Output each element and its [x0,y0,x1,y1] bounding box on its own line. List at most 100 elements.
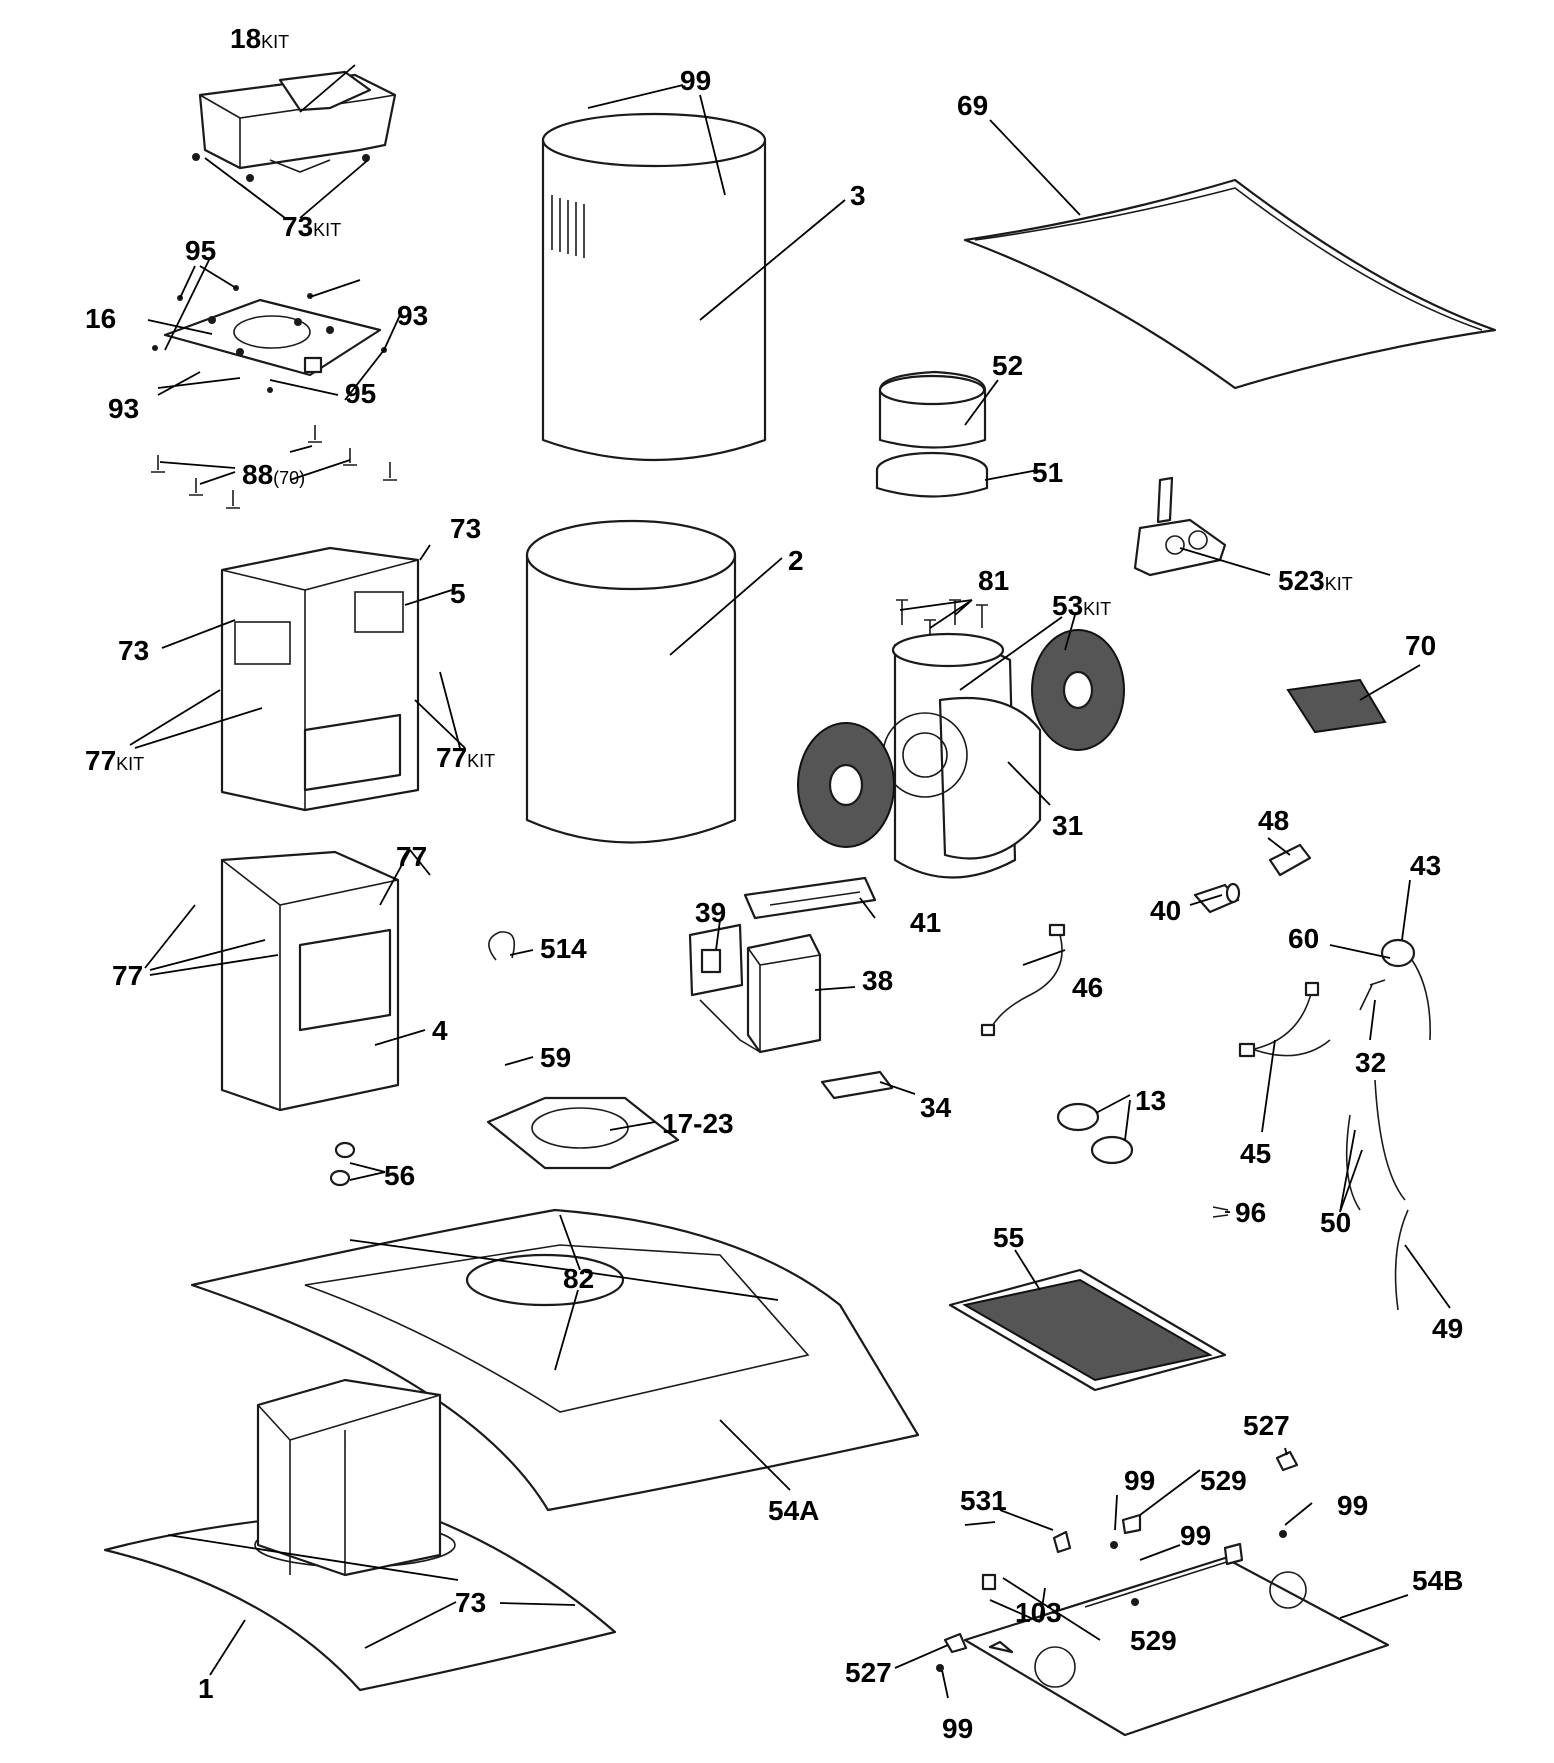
label-73-base: 73 [455,1587,486,1618]
label-73-right: 73 [450,513,481,544]
label-52: 52 [992,350,1023,381]
label-4: 4 [432,1015,448,1046]
label-18: 18KIT [230,23,289,54]
label-54A: 54A [768,1495,819,1526]
part-labels: 18KIT 73KIT 95 93 16 93 95 88(70) 73 5 7… [85,23,1463,1744]
lamp-holder-part-32 [1359,979,1386,1011]
label-96: 96 [1235,1197,1266,1228]
label-39: 39 [695,897,726,928]
label-1: 1 [198,1673,214,1704]
glass-panel-part-69 [963,178,1497,390]
label-73-kit: 73KIT [282,211,341,242]
terminal-part-34 [820,1070,894,1100]
label-48: 48 [1258,805,1289,836]
upper-bracket-part-5 [220,546,420,812]
leader-lines [129,64,1451,1699]
label-77-lower: 77 [112,960,143,991]
label-45: 45 [1240,1138,1271,1169]
transformer-box-part-38 [699,933,822,1054]
label-527-top: 527 [1243,1410,1290,1441]
wire-harness-part-45 [1238,981,1331,1058]
blower-motor-part-31 [882,632,1042,879]
filter-wheel-right-part-53 [1031,629,1125,751]
label-514: 514 [540,933,587,964]
upper-chimney-part-3 [541,112,767,462]
label-34: 34 [920,1092,952,1123]
label-531: 531 [960,1485,1007,1516]
label-56: 56 [384,1160,415,1191]
screws-part-88 [151,425,397,509]
lower-panel-part-54B [963,1542,1390,1737]
label-46: 46 [1072,972,1103,1003]
clips-parts-527-529-531 [936,1450,1299,1672]
label-32: 32 [1355,1047,1386,1078]
label-77-kit-right: 77KIT [436,742,495,773]
label-5: 5 [450,578,466,609]
label-60: 60 [1288,923,1319,954]
label-54B: 54B [1412,1565,1463,1596]
lower-bracket-part-4 [220,850,400,1112]
label-77-kit-left: 77KIT [85,745,144,776]
wire-harness-part-46 [980,923,1066,1037]
base-plate-part-1 [103,1378,617,1692]
label-77-upper: 77 [396,841,427,872]
screw-part-96 [1212,1206,1229,1218]
label-55: 55 [993,1222,1024,1253]
label-95-bottom: 95 [345,378,376,409]
label-99-top: 99 [680,65,711,96]
damper-part-52 [878,370,987,449]
label-2: 2 [788,545,804,576]
nuts-part-56 [329,1141,356,1187]
label-82: 82 [563,1263,594,1294]
label-529-top: 529 [1200,1465,1247,1496]
wire-part-49 [1394,1209,1409,1311]
capacitor-part-40 [1193,882,1241,914]
label-69: 69 [957,90,988,121]
label-95-top: 95 [185,235,216,266]
gasket-part-17-23 [486,1096,680,1170]
label-81: 81 [978,565,1009,596]
label-17-23: 17-23 [662,1108,734,1139]
label-38: 38 [862,965,893,996]
label-50: 50 [1320,1207,1351,1238]
filter-wheel-left-part-53 [797,722,895,848]
label-93-left: 93 [108,393,139,424]
wire-part-50 [1345,1079,1406,1211]
knob-bracket-part-523 [1133,476,1227,577]
label-43: 43 [1410,850,1441,881]
lower-chimney-part-2 [525,519,737,844]
thermostat-part-43 [1380,938,1431,1041]
label-103: 103 [1015,1597,1062,1628]
label-13: 13 [1135,1085,1166,1116]
label-49: 49 [1432,1313,1463,1344]
label-99-mid: 99 [1124,1465,1155,1496]
cable-tie-part-514 [488,931,516,961]
rings-part-13 [1056,1102,1134,1165]
label-523-kit: 523KIT [1278,565,1353,596]
label-529-bottom: 529 [1130,1625,1177,1656]
label-16: 16 [85,303,116,334]
label-40: 40 [1150,895,1181,926]
part-48 [1268,843,1312,877]
label-70: 70 [1405,630,1436,661]
control-panel-part-41 [743,876,877,920]
mounting-plate-part-16 [152,285,387,393]
label-93-right: 93 [397,300,428,331]
label-99-bottom: 99 [942,1713,973,1744]
label-527-bottom: 527 [845,1657,892,1688]
grease-filter-small-part-70 [1286,678,1387,734]
label-73-left: 73 [118,635,149,666]
label-99-right: 99 [1337,1490,1368,1521]
circuit-board-part-39 [688,923,744,997]
label-51: 51 [1032,457,1063,488]
label-41: 41 [910,907,941,938]
label-53-kit: 53KIT [1052,590,1111,621]
hood-canopy-part-54A [190,1208,920,1512]
duct-transition-part-18 [192,70,397,182]
screws-part-81 [896,599,988,645]
label-88: 88(70) [242,459,305,490]
label-59: 59 [540,1042,571,1073]
label-3: 3 [850,180,866,211]
label-31: 31 [1052,810,1083,841]
